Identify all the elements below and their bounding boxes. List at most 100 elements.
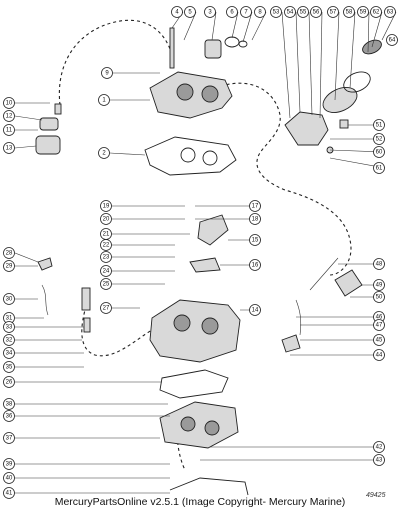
callout-40: 40 [3,472,170,484]
callout-19: 19 [100,200,185,212]
callout-bubble-10 [3,97,15,109]
callout-number-31: 31 [6,315,13,321]
callout-bubble-11 [3,124,15,136]
assembly-path-bottom [176,417,186,471]
callout-number-26: 26 [6,379,13,385]
callout-bubble-38 [3,398,15,410]
callout-33: 33 [3,321,84,333]
callout-bubble-16 [249,259,261,271]
callout-number-3: 3 [208,9,212,15]
callout-62: 62 [370,6,383,48]
choke-opening-left [176,83,194,101]
callout-bubble-48 [373,258,385,270]
callout-bubble-2 [98,147,110,159]
air-horn-gasket-part [144,136,237,176]
callout-bubble-26 [3,376,15,388]
gasket-hole-a [180,147,196,163]
callout-64: 64 [386,34,399,46]
callout-number-33: 33 [6,324,13,330]
callout-number-7: 7 [244,9,248,15]
callout-bubble-18 [249,213,261,225]
callout-number-2: 2 [102,150,106,156]
leader-line-13 [14,145,37,149]
callout-number-18: 18 [252,216,259,222]
callout-13: 13 [3,142,37,154]
callout-number-52: 52 [376,136,383,142]
callout-number-47: 47 [376,322,383,328]
callout-21: 21 [100,228,190,240]
callout-bubble-28 [3,247,15,259]
callout-number-19: 19 [103,203,110,209]
needle-part [54,103,62,115]
callout-7: 7 [240,6,253,43]
body-bore-a [173,314,191,332]
callout-number-11: 11 [6,127,13,133]
callout-bubble-51 [373,119,385,131]
callout-number-62: 62 [373,9,380,15]
callout-number-39: 39 [6,461,13,467]
callout-number-41: 41 [6,490,13,496]
callout-48: 48 [338,258,385,270]
callout-12: 12 [3,110,43,122]
callout-bubble-15 [249,234,261,246]
callout-bubble-43 [373,454,385,466]
leader-line-58 [349,11,356,89]
callout-bubble-17 [249,200,261,212]
callout-number-40: 40 [6,475,13,481]
callout-36: 36 [3,410,170,422]
clip-part [339,119,349,129]
callout-bubble-41 [3,487,15,499]
callout-28: 28 [3,247,39,263]
callout-bubble-8 [254,6,266,18]
callout-51: 51 [348,119,385,131]
callout-number-60: 60 [376,149,383,155]
callout-number-16: 16 [252,262,259,268]
callout-bubble-61 [373,162,385,174]
pump-rod-part [41,284,49,316]
callout-17: 17 [195,200,261,212]
assembly-path-top-loop [58,19,173,106]
callout-number-63: 63 [387,9,394,15]
diaphragm-part [322,87,358,113]
callout-number-56: 56 [313,9,320,15]
leader-line-53 [281,11,291,119]
callout-bubble-7 [240,6,252,18]
callout-bubble-58 [343,6,355,18]
callout-number-34: 34 [6,350,13,356]
callout-11: 11 [3,124,38,136]
callout-31: 31 [3,312,44,324]
callout-number-12: 12 [6,113,13,119]
main-body-part [149,299,241,363]
pump-lever-part [197,214,229,246]
callout-number-22: 22 [103,242,110,248]
callout-39: 39 [3,458,170,470]
assembly-path-right [214,82,352,276]
callout-bubble-3 [204,6,216,18]
callout-number-59: 59 [360,9,367,15]
callout-number-54: 54 [287,9,294,15]
callout-number-15: 15 [252,237,259,243]
callout-55: 55 [297,6,313,116]
callout-bubble-44 [373,349,385,361]
callout-bubble-27 [100,302,112,314]
pump-bracket-part [189,257,221,273]
callout-number-13: 13 [6,145,13,151]
leader-line-57 [334,11,340,101]
callout-bubble-35 [3,361,15,373]
callout-bubble-39 [3,458,15,470]
leader-line-56 [319,11,323,119]
callout-number-17: 17 [252,203,259,209]
callout-6: 6 [226,6,239,39]
leader-line-2 [109,152,146,156]
callout-4: 4 [171,6,184,29]
callout-53: 53 [270,6,291,119]
callout-number-21: 21 [103,231,110,237]
callout-bubble-60 [373,146,385,158]
leader-line-8 [251,11,267,41]
callout-bubble-52 [373,133,385,145]
callout-34: 34 [3,347,84,359]
callout-bubble-53 [270,6,282,18]
callout-number-50: 50 [376,294,383,300]
callout-46: 46 [296,311,385,323]
